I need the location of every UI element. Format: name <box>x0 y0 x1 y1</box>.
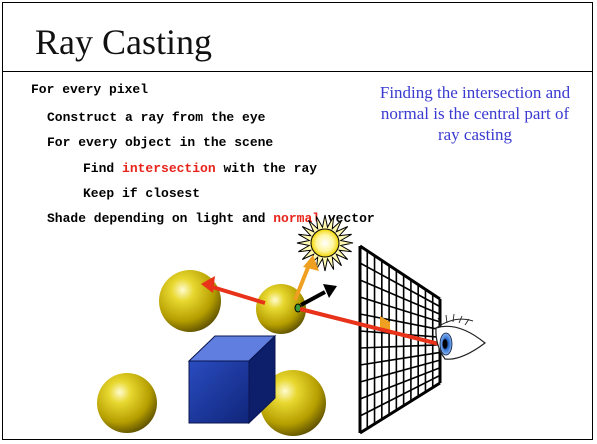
primary-ray <box>299 307 444 347</box>
algo-line-4-tail: with the ray <box>215 161 318 176</box>
cube <box>187 334 277 425</box>
image-plane-grid <box>358 244 442 435</box>
title-divider <box>3 71 592 72</box>
algo-line-2: Construct a ray from the eye <box>47 110 266 125</box>
algo-line-6-text: Shade depending on light and <box>47 211 274 226</box>
normal-arrowhead <box>323 284 337 298</box>
slide-title: Ray Casting <box>35 22 212 62</box>
light-ray <box>293 264 311 301</box>
sphere-bottom-left <box>97 373 157 433</box>
slide: Ray Casting For every pixel Construct a … <box>2 2 593 440</box>
secondary-ray-arrowhead <box>201 276 215 293</box>
secondary-ray <box>208 284 266 305</box>
light-ray-arrowhead <box>303 255 319 271</box>
algo-line-5: Keep if closest <box>83 186 201 201</box>
callout-note: Finding the intersection and normal is t… <box>379 83 571 144</box>
normal-arrow <box>300 290 326 307</box>
keyword-intersection: intersection <box>122 161 216 176</box>
eye-icon <box>435 313 486 360</box>
algo-line-1: For every pixel <box>31 82 149 97</box>
algo-line-3: For every object in the scene <box>47 135 274 150</box>
algo-line-4-text: Find <box>83 161 123 176</box>
algo-line-4: Find intersection with the ray <box>83 161 317 177</box>
sphere-hit <box>256 284 306 334</box>
algo-line-6: Shade depending on light and normal vect… <box>47 211 375 227</box>
keyword-normal: normal <box>273 211 321 226</box>
sphere-bottom-right <box>260 370 326 436</box>
ray-casting-illustration <box>97 214 486 436</box>
sun-icon <box>296 214 354 272</box>
